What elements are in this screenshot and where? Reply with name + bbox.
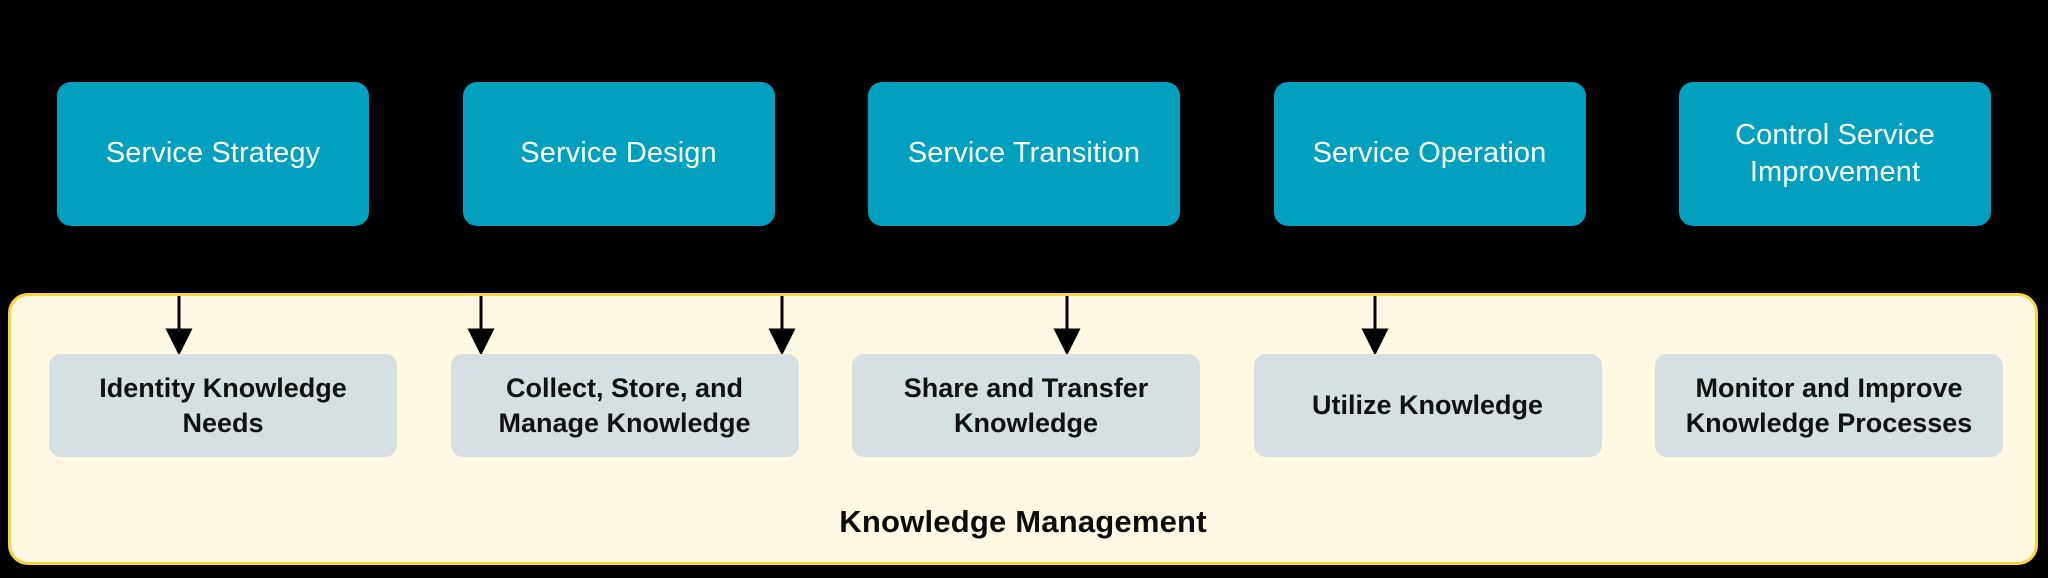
activity-box-collect-store-manage[interactable]: Collect, Store, and Manage Knowledge bbox=[450, 354, 799, 457]
knowledge-management-container: Identity Knowledge Needs Collect, Store,… bbox=[8, 293, 2038, 565]
activity-box-share-transfer[interactable]: Share and Transfer Knowledge bbox=[852, 354, 1200, 457]
knowledge-activity-row: Identity Knowledge Needs Collect, Store,… bbox=[49, 354, 2003, 457]
stage-label: Service Strategy bbox=[105, 137, 321, 170]
knowledge-management-title: Knowledge Management bbox=[839, 504, 1207, 539]
stage-label: Service Transition bbox=[907, 137, 1141, 170]
stage-box-service-design[interactable]: Service Design bbox=[462, 82, 775, 226]
stage-label: Control Service Improvement bbox=[1735, 118, 1935, 188]
activity-label: Collect, Store, and Manage Knowledge bbox=[498, 373, 751, 438]
activity-box-monitor-improve-processes[interactable]: Monitor and Improve Knowledge Processes bbox=[1655, 354, 2003, 457]
activity-label: Identity Knowledge Needs bbox=[99, 373, 347, 438]
activity-box-identify-knowledge-needs[interactable]: Identity Knowledge Needs bbox=[49, 354, 397, 457]
stage-label: Service Operation bbox=[1312, 137, 1547, 170]
stage-box-service-strategy[interactable]: Service Strategy bbox=[57, 82, 369, 226]
service-lifecycle-stage-row: Service Strategy Service Design Service … bbox=[57, 82, 1991, 226]
stage-label: Service Design bbox=[520, 137, 717, 170]
activity-label: Share and Transfer Knowledge bbox=[903, 373, 1149, 438]
activity-label: Utilize Knowledge bbox=[1311, 390, 1544, 421]
activity-label: Monitor and Improve Knowledge Processes bbox=[1685, 373, 1973, 438]
stage-box-control-service-improvement[interactable]: Control Service Improvement bbox=[1679, 82, 1991, 226]
stage-box-service-operation[interactable]: Service Operation bbox=[1273, 82, 1586, 226]
stage-box-service-transition[interactable]: Service Transition bbox=[868, 82, 1180, 226]
activity-box-utilize-knowledge[interactable]: Utilize Knowledge bbox=[1253, 354, 1602, 457]
